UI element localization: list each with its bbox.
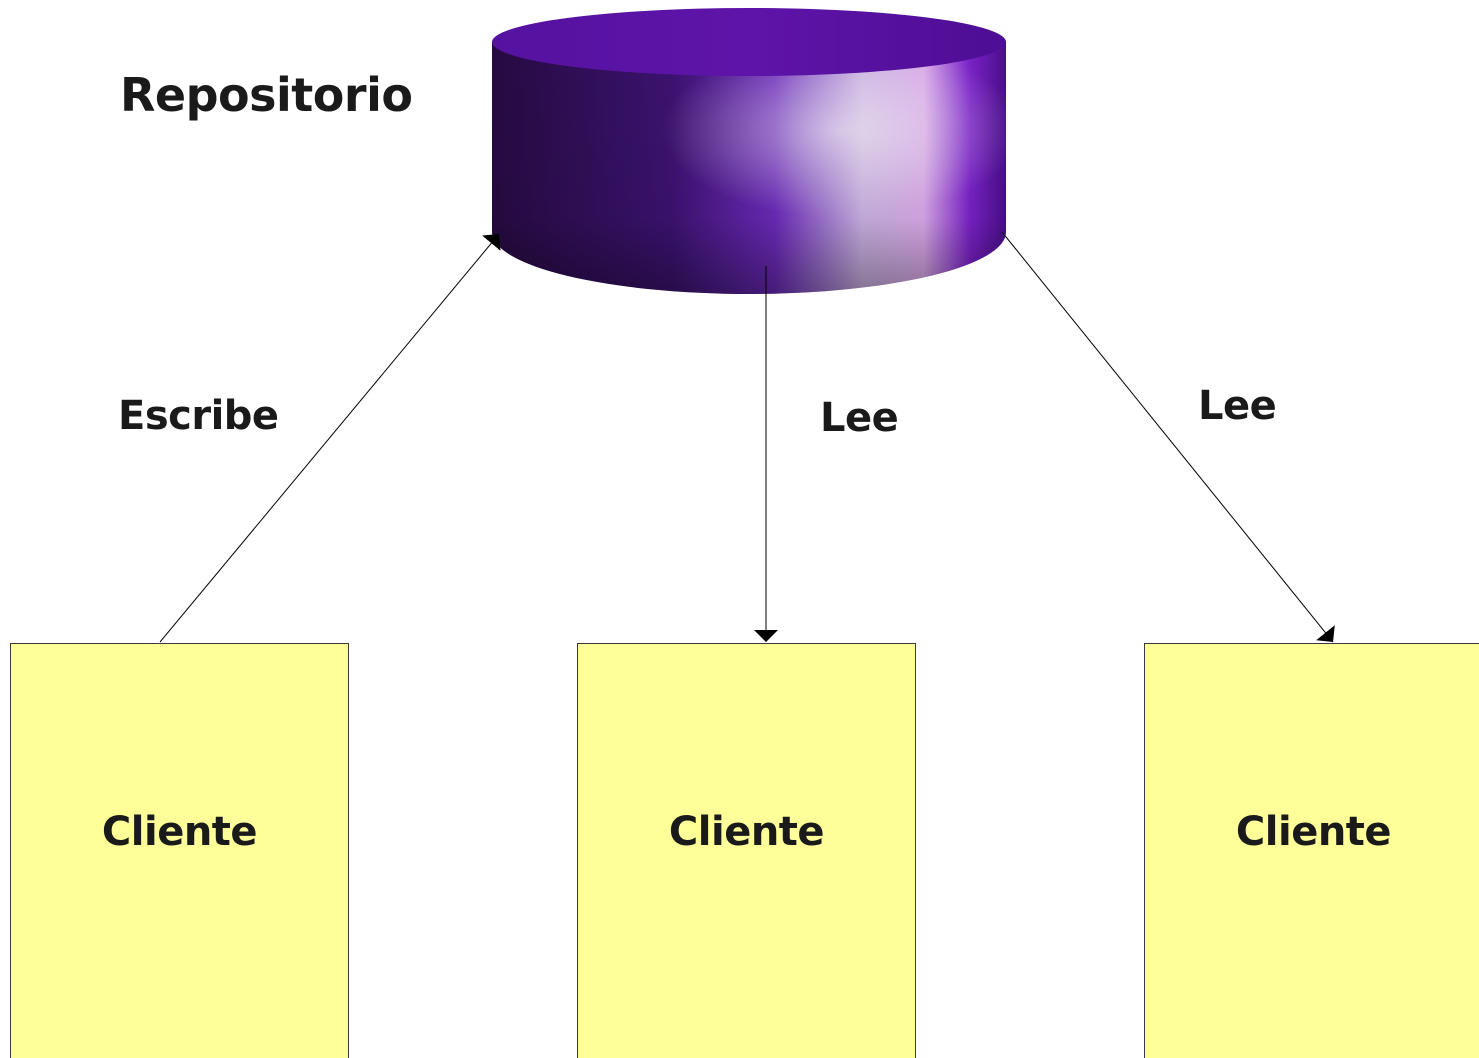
client-label: Cliente (668, 809, 825, 855)
edge-label-lee-right: Lee (1198, 383, 1277, 429)
client-box-left: Cliente (10, 643, 349, 1058)
repository-cylinder (492, 8, 1006, 294)
client-label: Cliente (1235, 809, 1392, 855)
edge-lee-right (1001, 231, 1335, 643)
edge-escribe (159, 233, 501, 643)
client-box-center: Cliente (577, 643, 916, 1058)
repository-label: Repositorio (120, 68, 413, 122)
client-box-right: Cliente (1144, 643, 1479, 1058)
client-label: Cliente (101, 809, 258, 855)
edge-label-lee-center: Lee (820, 395, 899, 441)
edge-label-escribe: Escribe (118, 393, 279, 439)
